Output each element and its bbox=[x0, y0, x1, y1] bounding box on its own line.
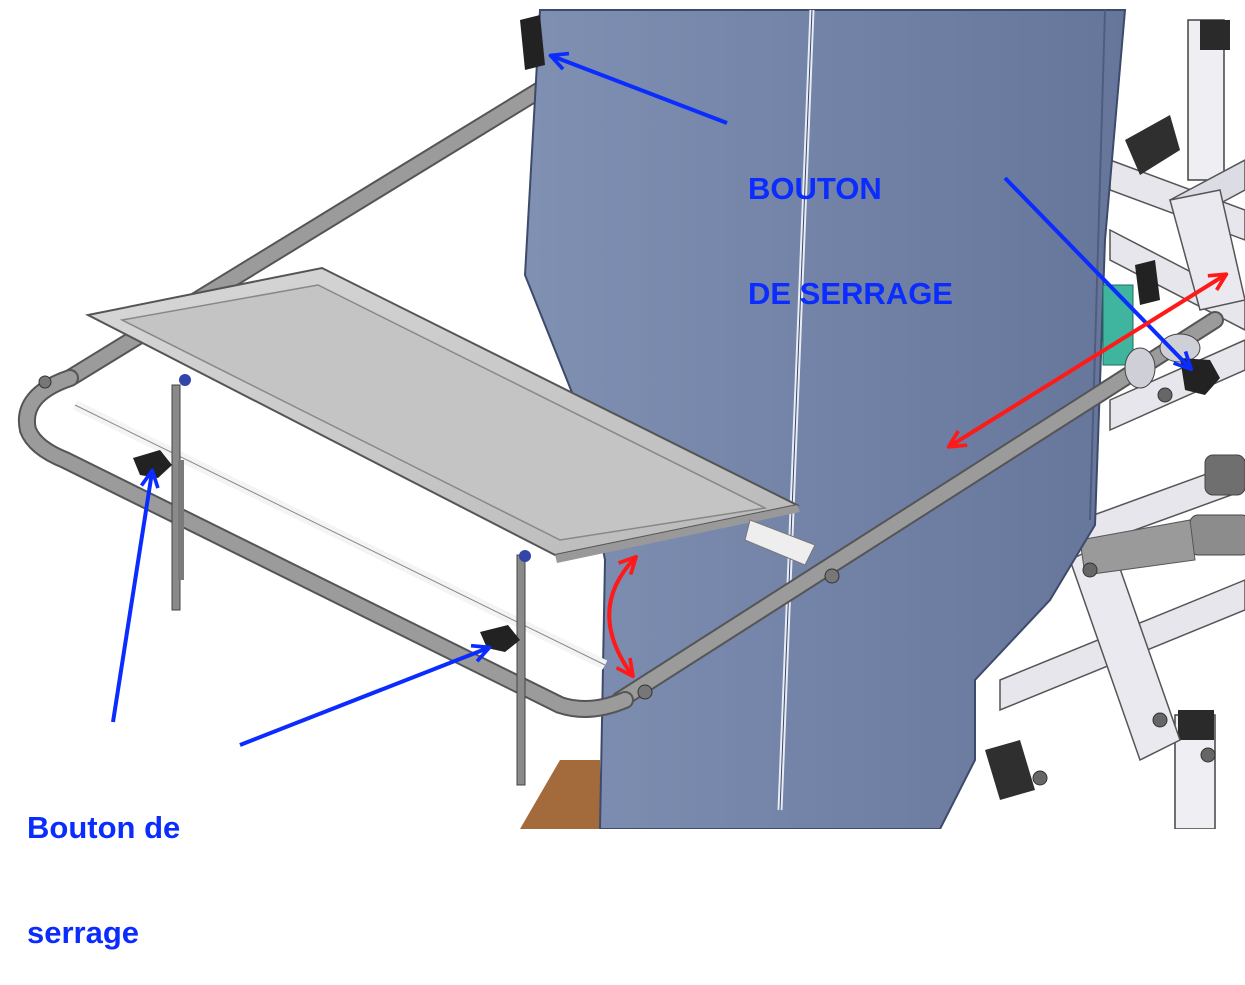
knob-icon bbox=[520, 15, 545, 70]
mechanism-illustration bbox=[17, 9, 1245, 829]
double-arrow-icon bbox=[607, 558, 635, 675]
clamp-label-bottom-line1: Bouton de bbox=[27, 810, 181, 845]
clamp-label-top-line2: DE SERRAGE bbox=[748, 276, 953, 311]
arrow-to-top-knob bbox=[552, 56, 728, 125]
clamp-label-bottom: Bouton de serrage bbox=[27, 740, 180, 985]
tray bbox=[85, 266, 816, 566]
clamp-label-top: BOUTON DE SERRAGE bbox=[748, 101, 953, 346]
clamp-label-bottom-line2: serrage bbox=[27, 915, 140, 950]
diagram-canvas: BOUTON DE SERRAGE Bouton de serrage bbox=[17, 9, 1245, 950]
floor-board bbox=[520, 760, 600, 829]
clamp-label-top-line1: BOUTON bbox=[748, 171, 882, 206]
double-arrow-icon bbox=[950, 275, 1225, 446]
central-panel bbox=[523, 9, 1127, 829]
right-frame bbox=[985, 19, 1245, 829]
arrow-to-front-knob bbox=[239, 648, 488, 747]
motion-arrows bbox=[607, 275, 1225, 675]
arrow-to-left-knob bbox=[111, 472, 152, 723]
